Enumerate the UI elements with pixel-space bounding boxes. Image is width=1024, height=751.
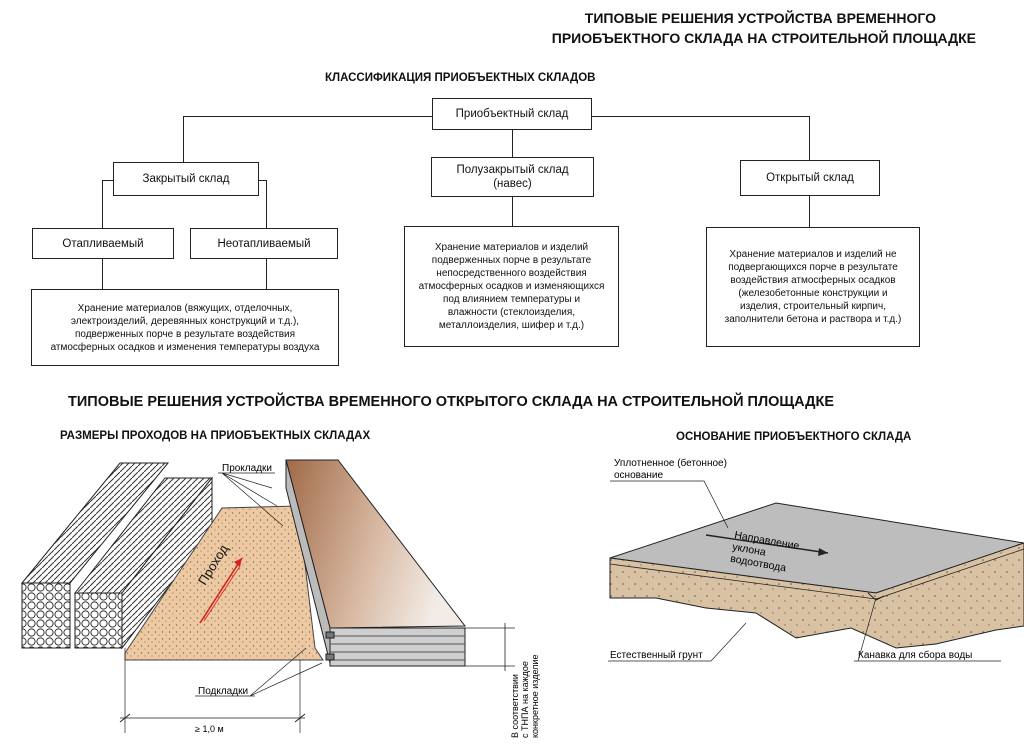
semi-closed-description: Хранение материалов и изделий подверженн… xyxy=(404,226,619,347)
height-note-line3: конкретное изделие xyxy=(530,655,540,738)
height-note-line1: В соответствии xyxy=(510,674,520,738)
base-label-line1: Уплотненное (бетонное) xyxy=(614,457,727,469)
heated-node: Отапливаемый xyxy=(32,228,174,259)
supports-label: Подкладки xyxy=(198,686,248,697)
semi-closed-storage-label: Полузакрытый склад (навес) xyxy=(456,164,569,190)
semi-closed-storage-node: Полузакрытый склад (навес) xyxy=(431,157,594,197)
classification-title: КЛАССИФИКАЦИЯ ПРИОБЪЕКТНЫХ СКЛАДОВ xyxy=(325,72,596,84)
root-node: Приобъектный склад xyxy=(432,98,592,130)
spacer-block xyxy=(325,631,335,639)
semi-closed-description-text: Хранение материалов и изделий подверженн… xyxy=(418,242,605,331)
main-title: ТИПОВЫЕ РЕШЕНИЯ УСТРОЙСТВА ВРЕМЕННОГО ПР… xyxy=(416,8,976,48)
water-ditch xyxy=(867,592,885,601)
open-storage-node: Открытый склад xyxy=(740,160,880,196)
pipe-stack-right-front xyxy=(74,592,123,649)
height-note-line2: с ТНПА на каждое xyxy=(520,661,530,738)
soil-label: Естественный грунт xyxy=(610,650,703,661)
ditch-label: Канавка для сбора воды xyxy=(858,649,972,661)
pipe-stack-left-front xyxy=(21,582,71,649)
passage-arrow xyxy=(199,557,243,624)
left-figure-title: РАЗМЕРЫ ПРОХОДОВ НА ПРИОБЪЕКТНЫХ СКЛАДАХ xyxy=(60,430,371,442)
open-description-text: Хранение материалов и изделий не подверг… xyxy=(724,249,902,325)
slab-stack-top xyxy=(285,459,467,629)
open-description: Хранение материалов и изделий не подверг… xyxy=(706,227,920,347)
spacer-block xyxy=(325,653,335,661)
width-dimension-label: ≥ 1,0 м xyxy=(195,724,224,734)
connector xyxy=(266,180,267,230)
section2-title: ТИПОВЫЕ РЕШЕНИЯ УСТРОЙСТВА ВРЕМЕННОГО ОТ… xyxy=(68,394,835,410)
closed-storage-label: Закрытый склад xyxy=(142,173,230,185)
connector xyxy=(809,196,810,227)
slope-label-line2: уклона xyxy=(731,541,766,559)
connector xyxy=(512,196,513,227)
unheated-label: Неотапливаемый xyxy=(217,237,311,250)
open-storage-label: Открытый склад xyxy=(766,172,854,184)
connector xyxy=(512,130,513,158)
root-node-label: Приобъектный склад xyxy=(455,108,569,120)
unheated-node: Неотапливаемый xyxy=(190,228,338,259)
connector xyxy=(809,116,810,162)
soil-layer xyxy=(609,542,1024,649)
slope-direction-arrow xyxy=(705,534,829,554)
closed-description-text: Хранение материалов (вяжущих, отделочных… xyxy=(50,302,320,353)
connector xyxy=(183,116,184,162)
spacers-label: Прокладки xyxy=(222,463,272,474)
connector xyxy=(102,258,103,290)
connector xyxy=(266,258,267,290)
right-figure-title: ОСНОВАНИЕ ПРИОБЪЕКТНОГО СКЛАДА xyxy=(676,431,912,443)
passage-figure: Проход Прокладки Подкладки ≥ 1,0 м В соо… xyxy=(20,459,540,738)
connector xyxy=(102,180,103,230)
closed-storage-node: Закрытый склад xyxy=(113,162,259,196)
main-title-line1: ТИПОВЫЕ РЕШЕНИЯ УСТРОЙСТВА ВРЕМЕННОГО xyxy=(584,10,936,26)
main-title-line2: ПРИОБЪЕКТНОГО СКЛАДА НА СТРОИТЕЛЬНОЙ ПЛО… xyxy=(551,30,976,46)
base-label-line2: основание xyxy=(614,470,664,481)
closed-description: Хранение материалов (вяжущих, отделочных… xyxy=(31,289,339,366)
heated-label: Отапливаемый xyxy=(62,237,144,250)
base-figure: Направление уклона водоотвода Уплотненно… xyxy=(608,457,1024,662)
